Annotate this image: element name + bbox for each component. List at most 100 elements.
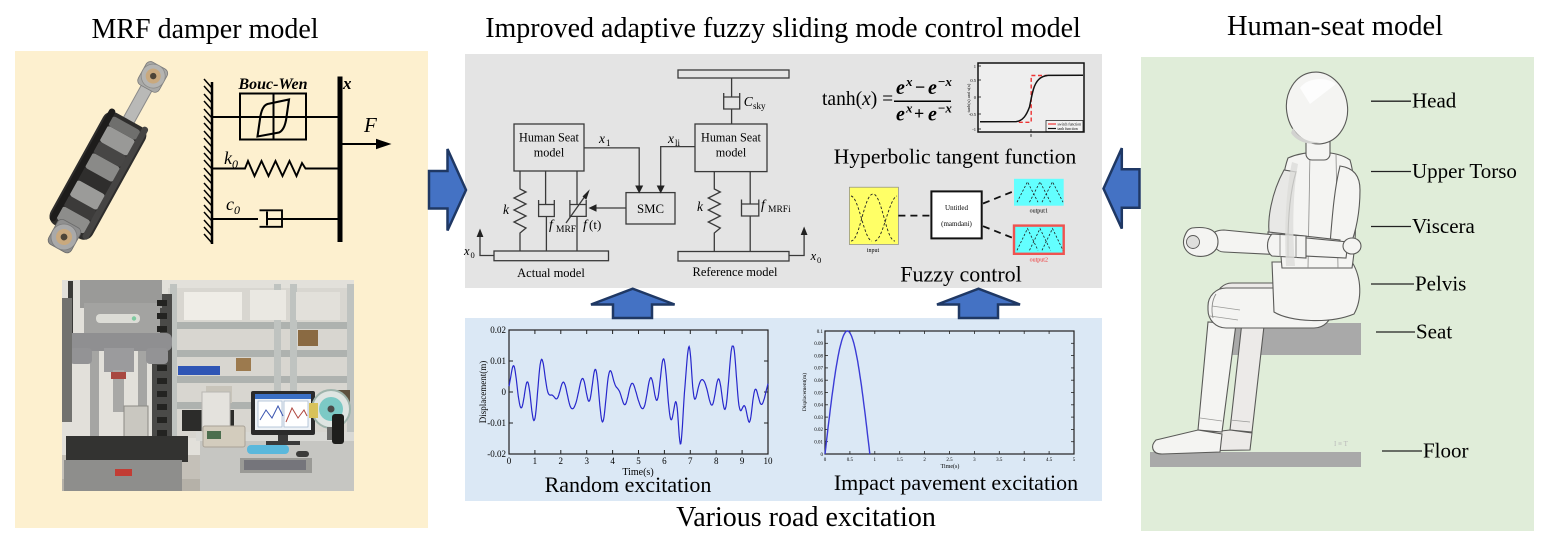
svg-text:0.06: 0.06 (814, 379, 823, 384)
svg-text:0.02: 0.02 (490, 325, 506, 335)
svg-text:MRF: MRF (556, 225, 576, 235)
svg-text:0.1: 0.1 (817, 330, 824, 335)
svg-text:+: + (914, 104, 924, 124)
svg-text:Various road excitation: Various road excitation (676, 502, 936, 533)
svg-text:2: 2 (923, 458, 926, 463)
svg-text:9: 9 (740, 456, 745, 466)
svg-text:x: x (667, 131, 674, 146)
svg-text:Actual model: Actual model (517, 266, 585, 280)
svg-text:e: e (928, 104, 937, 126)
svg-text:tanh(x) and s(x): tanh(x) and s(x) (966, 83, 971, 112)
svg-text:sky: sky (753, 101, 766, 111)
svg-text:-0.02: -0.02 (487, 449, 506, 459)
svg-text:Time(s): Time(s) (941, 463, 960, 470)
svg-text:0.5: 0.5 (847, 458, 854, 463)
svg-text:x: x (905, 101, 913, 116)
svg-text:li: li (675, 138, 681, 148)
svg-text:1: 1 (606, 138, 611, 148)
svg-text:-1: -1 (972, 127, 976, 132)
svg-text:0.08: 0.08 (814, 354, 823, 359)
svg-text:Impact pavement excitation: Impact pavement excitation (834, 470, 1078, 495)
svg-text:SMC: SMC (637, 202, 664, 216)
svg-text:F: F (363, 113, 377, 137)
svg-text:e: e (928, 77, 937, 99)
svg-text:Fuzzy control: Fuzzy control (900, 262, 1022, 287)
svg-text:1: 1 (974, 64, 976, 69)
svg-text:Seat: Seat (1416, 320, 1452, 344)
svg-text:4.5: 4.5 (1046, 458, 1053, 463)
svg-text:Hyperbolic tangent function: Hyperbolic tangent function (834, 145, 1077, 169)
svg-text:Head: Head (1412, 89, 1457, 113)
svg-text:input: input (867, 248, 880, 254)
svg-text:0: 0 (821, 453, 824, 458)
svg-text:0: 0 (471, 250, 475, 260)
svg-text:Random excitation: Random excitation (545, 472, 712, 497)
svg-text:0: 0 (974, 95, 977, 100)
svg-text:tanh function: tanh function (1058, 127, 1078, 131)
svg-text:(mamdani): (mamdani) (941, 220, 972, 228)
svg-text:Reference model: Reference model (692, 265, 778, 279)
svg-text:Displacement(m): Displacement(m) (478, 361, 488, 423)
svg-text:k: k (503, 202, 510, 217)
svg-text:f: f (761, 198, 767, 213)
svg-text:Human Seat: Human Seat (519, 131, 580, 145)
svg-text:Viscera: Viscera (1412, 214, 1476, 238)
svg-text:Pelvis: Pelvis (1415, 272, 1466, 296)
svg-text:x: x (463, 244, 470, 258)
svg-text:tanh(x) =: tanh(x) = (822, 89, 893, 110)
svg-text:1: 1 (533, 456, 538, 466)
svg-text:Improved adaptive fuzzy slidin: Improved adaptive fuzzy sliding mode con… (485, 13, 1081, 44)
svg-text:output2: output2 (1030, 258, 1048, 264)
svg-text:8: 8 (714, 456, 719, 466)
svg-text:Untitled: Untitled (945, 204, 968, 212)
svg-text:output1: output1 (1030, 209, 1048, 215)
svg-text:Human Seat: Human Seat (701, 131, 762, 145)
svg-text:0.03: 0.03 (814, 416, 823, 421)
svg-text:0: 0 (817, 255, 821, 265)
svg-text:I ≡ T: I ≡ T (1334, 440, 1349, 448)
svg-text:0: 0 (824, 458, 827, 463)
svg-text:x: x (598, 131, 605, 146)
svg-text:6: 6 (662, 456, 667, 466)
svg-text:0.04: 0.04 (814, 404, 823, 409)
svg-text:−: − (915, 77, 925, 97)
svg-text:0.01: 0.01 (814, 441, 823, 446)
svg-text:Human-seat model: Human-seat model (1227, 11, 1443, 42)
svg-text:0.05: 0.05 (814, 391, 823, 396)
svg-text:0.02: 0.02 (814, 428, 823, 433)
svg-text:0: 0 (1030, 133, 1033, 138)
svg-text:3: 3 (973, 458, 976, 463)
svg-text:1: 1 (874, 458, 877, 463)
svg-text:Displacement(m): Displacement(m) (801, 373, 808, 411)
svg-text:5: 5 (636, 456, 641, 466)
svg-text:0.5: 0.5 (970, 78, 976, 83)
svg-text:switch function: switch function (1058, 123, 1082, 127)
svg-text:e: e (896, 77, 905, 99)
svg-text:4: 4 (1023, 458, 1026, 463)
svg-text:Floor: Floor (1423, 439, 1469, 463)
svg-text:model: model (716, 146, 747, 160)
svg-text:10: 10 (764, 456, 774, 466)
svg-text:5: 5 (1073, 458, 1076, 463)
svg-text:3.5: 3.5 (996, 458, 1003, 463)
svg-text:x: x (342, 74, 352, 93)
svg-text:1.5: 1.5 (897, 458, 904, 463)
svg-text:0.09: 0.09 (814, 342, 823, 347)
svg-text:k: k (697, 199, 704, 214)
svg-text:0.07: 0.07 (814, 367, 823, 372)
svg-text:2.5: 2.5 (946, 458, 953, 463)
svg-text:−x: −x (938, 74, 952, 89)
svg-text:model: model (534, 146, 565, 160)
svg-text:C: C (744, 94, 754, 109)
svg-text:7: 7 (688, 456, 693, 466)
svg-text:f: f (549, 218, 555, 233)
svg-text:2: 2 (559, 456, 564, 466)
svg-text:Time(s): Time(s) (622, 467, 653, 478)
svg-text:Upper Torso: Upper Torso (1412, 159, 1517, 183)
svg-text:x: x (810, 249, 817, 263)
svg-text:MRFi: MRFi (768, 205, 791, 215)
svg-text:(t): (t) (589, 217, 601, 232)
svg-text:0: 0 (507, 456, 512, 466)
svg-text:-0.01: -0.01 (487, 418, 506, 428)
svg-text:-0.5: -0.5 (969, 112, 977, 117)
